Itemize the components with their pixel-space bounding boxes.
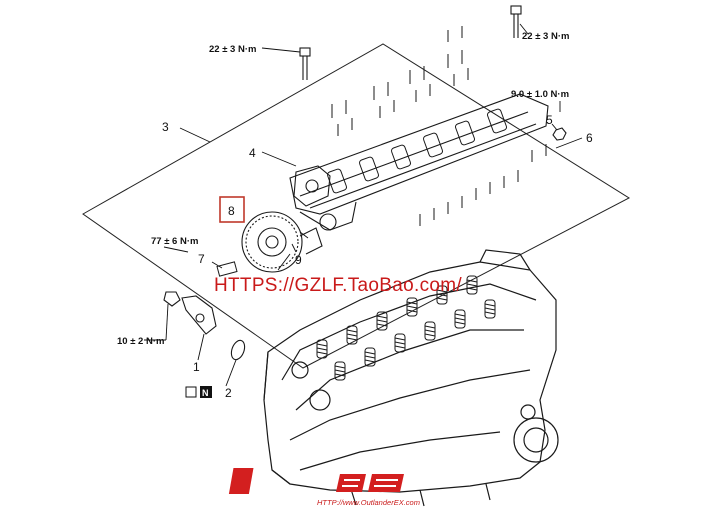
callout-3: 3 xyxy=(162,120,169,134)
bolt-left xyxy=(299,47,311,80)
callout-7: 7 xyxy=(198,252,205,266)
torque-nut: 9.0 ± 1.0 N·m xyxy=(511,89,569,100)
nut-part xyxy=(552,127,567,141)
callout-6: 6 xyxy=(586,131,593,145)
callout-9: 9 xyxy=(295,253,302,267)
watermark-url: HTTPS://GZLF.TaoBao.com/ xyxy=(214,275,462,296)
callout-8-highlight-box xyxy=(219,196,245,223)
connector-icon: N xyxy=(185,386,212,398)
lash-adjuster-pins xyxy=(331,26,547,226)
engine-block-drawing xyxy=(263,249,559,507)
torque-sensor: 10 ± 2 N·m xyxy=(117,336,164,347)
o-ring-drawing xyxy=(230,339,246,361)
torque-bolt-right: 22 ± 3 N·m xyxy=(522,31,569,42)
svg-text:N: N xyxy=(202,388,209,398)
callout-4: 4 xyxy=(249,146,256,160)
leader-lines xyxy=(144,23,583,387)
callout-1: 1 xyxy=(193,360,200,374)
camshaft-sprocket-drawing xyxy=(241,211,323,273)
assembly-frame xyxy=(82,43,631,369)
callout-8: 8 xyxy=(228,204,235,218)
torque-sprocket: 77 ± 6 N·m xyxy=(151,236,198,247)
sprocket-bolt xyxy=(216,261,238,277)
bolt-right xyxy=(510,5,522,38)
logo-url: HTTP://www.OutlanderEX.com xyxy=(317,498,420,507)
torque-bolt-left: 22 ± 3 N·m xyxy=(209,44,256,55)
valve-springs-drawing xyxy=(316,275,496,381)
brand-logo xyxy=(228,468,404,494)
callout-2: 2 xyxy=(225,386,232,400)
rocker-shaft-assembly-drawing xyxy=(289,93,549,231)
cam-sensor-drawing xyxy=(163,291,217,335)
callout-5: 5 xyxy=(546,113,553,127)
